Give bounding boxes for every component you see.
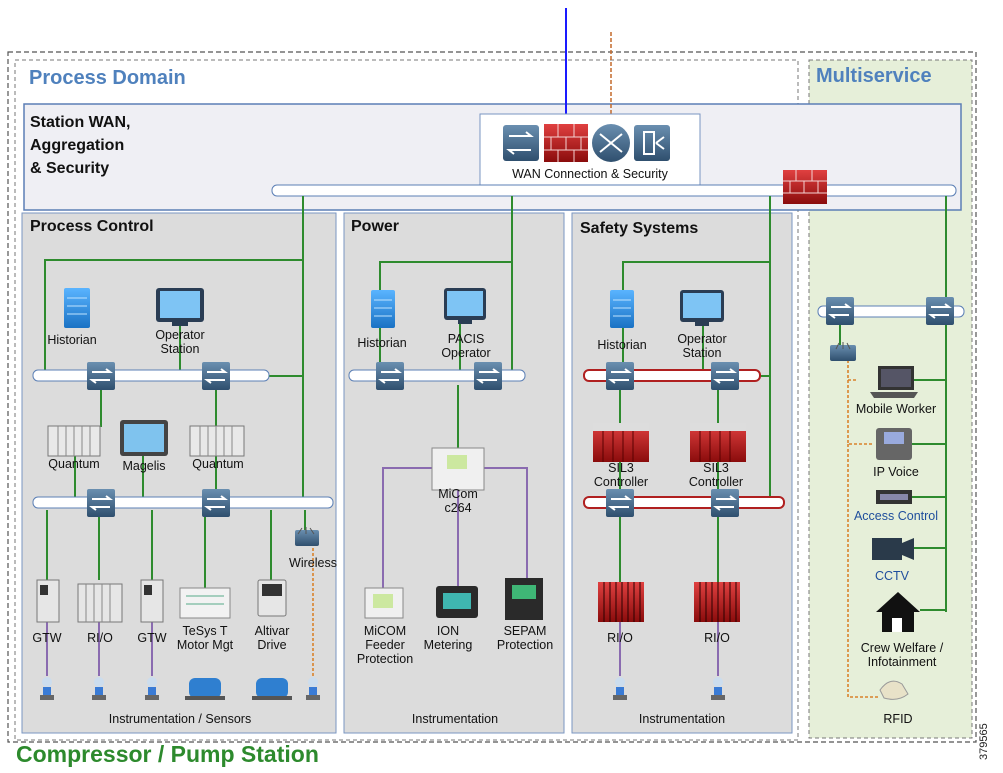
historian-server-icons (64, 288, 634, 328)
pc-rio-label: RI/O (87, 631, 113, 645)
wan-title-line-2: Aggregation (30, 137, 125, 154)
crew-welfare-line-2: Infotainment (867, 655, 937, 669)
wan-title-line-3: & Security (30, 160, 110, 177)
power-micom-feeder-label: MiCOM Feeder Protection (350, 624, 420, 666)
power-feeder-line-3: Protection (356, 652, 414, 666)
safety-title: Safety Systems (580, 220, 699, 237)
power-feeder-line-1: MiCOM (363, 624, 407, 638)
safety-historian-label: Historian (597, 338, 647, 352)
pc-operator-line-1: Operator (155, 328, 205, 342)
orange-links (312, 360, 880, 698)
pc-gtw-right-label: GTW (137, 631, 167, 645)
power-ion-label: ION Metering (418, 624, 478, 652)
power-micom-line-2: c264 (444, 501, 472, 515)
safety-rio-left-label: RI/O (607, 631, 633, 645)
sensor-icons (40, 677, 725, 700)
pc-altivar-label: Altivar Drive (242, 624, 302, 652)
crew-welfare-line-1: Crew Welfare / (860, 641, 944, 655)
station-boundary (7, 51, 977, 743)
multiservice-devices (830, 342, 920, 700)
safety-operator-station-label: Operator Station (662, 332, 742, 360)
power-sepam-label: SEPAM Protection (488, 624, 562, 652)
pc-tesys-line-1: TeSys T (182, 624, 228, 638)
station-title: Compressor / Pump Station (16, 741, 319, 767)
wan-title: Station WAN, Aggregation & Security (30, 111, 130, 180)
process-control-title: Process Control (30, 218, 154, 235)
multiservice-title: Multiservice (816, 65, 932, 87)
power-devices (364, 447, 543, 620)
pc-tesys-label: TeSys T Motor Mgt (170, 624, 240, 652)
power-ion-line-1: ION (436, 624, 460, 638)
safety-sil3-right-line-2: Controller (688, 475, 744, 489)
safety-operator-line-2: Station (682, 346, 722, 360)
power-footer-label: Instrumentation (411, 712, 499, 726)
pc-magelis-label: Magelis (122, 459, 166, 473)
pc-historian-label: Historian (47, 333, 97, 347)
pc-altivar-line-1: Altivar (254, 624, 290, 638)
pc-operator-line-2: Station (160, 342, 200, 356)
pc-gtw-left-label: GTW (32, 631, 62, 645)
power-sepam-line-2: Protection (496, 638, 554, 652)
wan-backbone-bar (271, 184, 957, 197)
power-pacis-label: PACIS Operator (428, 332, 504, 360)
ip-voice-label: IP Voice (873, 465, 919, 479)
pc-field-devices (36, 527, 319, 623)
pc-quantum-right-label: Quantum (192, 457, 244, 471)
process-domain-boundary (14, 59, 799, 741)
power-ion-line-2: Metering (423, 638, 473, 652)
power-feeder-line-2: Feeder (365, 638, 405, 652)
safety-sil3-right-line-1: SIL3 (703, 461, 729, 475)
power-sepam-line-1: SEPAM (503, 624, 547, 638)
crew-welfare-label: Crew Welfare / Infotainment (846, 641, 958, 669)
wan-security-module-icon (634, 125, 670, 161)
pc-lan-bar-1 (32, 369, 270, 382)
power-micom-c264-label: MiCom c264 (428, 487, 488, 515)
pc-wireless-label: Wireless (289, 556, 337, 570)
process-domain-title: Process Domain (29, 67, 186, 89)
power-pacis-line-1: PACIS (447, 332, 485, 346)
operator-monitor-icons (156, 288, 724, 326)
pc-tesys-line-2: Motor Mgt (176, 638, 234, 652)
plc-icons (47, 420, 245, 457)
pc-footer-label: Instrumentation / Sensors (108, 712, 252, 726)
safety-footer-label: Instrumentation (638, 712, 726, 726)
power-historian-label: Historian (357, 336, 407, 350)
wan-title-line-1: Station WAN, (30, 114, 131, 131)
safety-operator-line-1: Operator (677, 332, 727, 346)
safety-sil3-left-line-1: SIL3 (608, 461, 634, 475)
wan-box-label: WAN Connection & Security (512, 167, 668, 181)
safety-devices (593, 423, 746, 622)
safety-rio-right-label: RI/O (704, 631, 730, 645)
safety-sil3-right-label: SIL3 Controller (680, 461, 752, 489)
rfid-label: RFID (883, 712, 913, 726)
power-title: Power (351, 218, 400, 235)
cctv-label: CCTV (874, 569, 910, 583)
figure-id: 379565 (978, 723, 990, 760)
mobile-worker-label: Mobile Worker (855, 402, 937, 416)
pc-lan-bar-2 (32, 496, 334, 509)
access-control-label: Access Control (853, 509, 939, 523)
green-links (44, 196, 947, 612)
safety-sil3-left-label: SIL3 Controller (585, 461, 657, 489)
switch-icons (87, 297, 954, 517)
power-pacis-line-2: Operator (441, 346, 491, 360)
power-micom-line-1: MiCom (438, 487, 478, 501)
pc-operator-station-label: Operator Station (140, 328, 220, 356)
safety-sil3-left-line-2: Controller (593, 475, 649, 489)
pc-quantum-left-label: Quantum (48, 457, 100, 471)
wan-switch-icon (503, 125, 539, 161)
purple-links (46, 467, 719, 676)
pc-altivar-line-2: Drive (257, 638, 287, 652)
